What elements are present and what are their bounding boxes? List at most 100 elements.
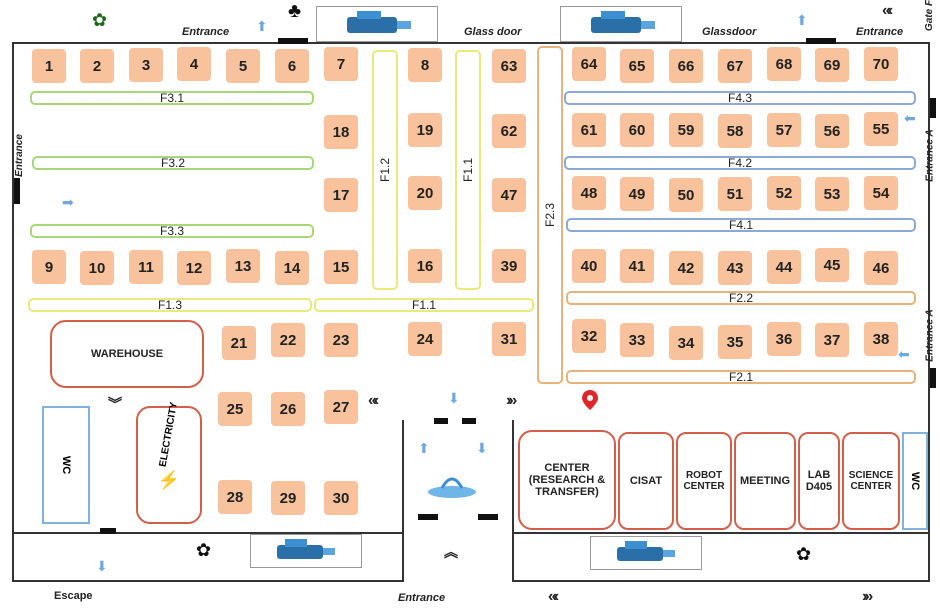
entrance-label: Entrance: [182, 26, 230, 38]
booth[interactable]: 48: [572, 176, 606, 210]
booth[interactable]: 15: [324, 250, 358, 284]
booth[interactable]: 27: [324, 390, 358, 424]
booth[interactable]: 6: [275, 49, 309, 83]
booth[interactable]: 51: [718, 177, 752, 211]
wall-hall-right: [512, 420, 514, 582]
booth[interactable]: 70: [864, 47, 898, 81]
booth[interactable]: 28: [218, 480, 252, 514]
entrance-a-label: Entrance A: [924, 129, 936, 182]
booth[interactable]: 24: [408, 322, 442, 356]
chevron-up-icon: ︽: [444, 544, 458, 560]
aisle-f4-3: F4.3: [564, 91, 916, 105]
booth[interactable]: 11: [129, 250, 163, 284]
wc-room[interactable]: WC: [42, 406, 90, 524]
booth[interactable]: 16: [408, 249, 442, 283]
booth[interactable]: 59: [669, 113, 703, 147]
cisat-room[interactable]: CISAT: [618, 432, 674, 530]
booth[interactable]: 37: [815, 323, 849, 357]
arrow-left-icon: ⬅: [898, 346, 910, 362]
booth[interactable]: 45: [815, 248, 849, 282]
booth[interactable]: 64: [572, 47, 606, 81]
booth[interactable]: 54: [864, 176, 898, 210]
booth[interactable]: 55: [864, 112, 898, 146]
booth[interactable]: 26: [271, 392, 305, 426]
aisle-f1-1-vertical: F1.1: [455, 50, 481, 290]
booth[interactable]: 69: [815, 48, 849, 82]
booth[interactable]: 47: [492, 178, 526, 212]
booth[interactable]: 41: [620, 249, 654, 283]
warehouse-room[interactable]: WAREHOUSE: [50, 320, 204, 388]
meeting-room[interactable]: MEETING: [734, 432, 796, 530]
booth[interactable]: 58: [718, 114, 752, 148]
booth[interactable]: 52: [767, 176, 801, 210]
booth[interactable]: 36: [767, 322, 801, 356]
booth[interactable]: 38: [864, 322, 898, 356]
booth[interactable]: 35: [718, 325, 752, 359]
booth[interactable]: 29: [271, 481, 305, 515]
booth[interactable]: 1: [32, 49, 66, 83]
booth[interactable]: 3: [129, 48, 163, 82]
booth[interactable]: 13: [226, 249, 260, 283]
science-center-room[interactable]: SCIENCE CENTER: [842, 432, 900, 530]
booth[interactable]: 31: [492, 322, 526, 356]
booth[interactable]: 56: [815, 114, 849, 148]
booth[interactable]: 65: [620, 49, 654, 83]
wc-room[interactable]: WC: [902, 432, 928, 530]
lab-room[interactable]: LAB D405: [798, 432, 840, 530]
booth[interactable]: 33: [620, 323, 654, 357]
booth[interactable]: 60: [620, 113, 654, 147]
booth[interactable]: 63: [492, 49, 526, 83]
aisle-f2-3: F2.3: [537, 46, 563, 384]
door: [930, 368, 936, 388]
lightning-icon: ⚡: [157, 470, 181, 490]
booth[interactable]: 40: [572, 249, 606, 283]
booth[interactable]: 25: [218, 392, 252, 426]
booth[interactable]: 53: [815, 177, 849, 211]
booth[interactable]: 22: [271, 323, 305, 357]
booth[interactable]: 57: [767, 113, 801, 147]
booth[interactable]: 46: [864, 251, 898, 285]
booth[interactable]: 7: [324, 47, 358, 81]
booth[interactable]: 18: [324, 115, 358, 149]
booth[interactable]: 9: [32, 250, 66, 284]
door: [434, 418, 448, 424]
gate-f-label: Gate F: [924, 0, 936, 32]
booth[interactable]: 43: [718, 251, 752, 285]
booth[interactable]: 10: [80, 251, 114, 285]
electricity-room[interactable]: ELECTRICITY ⚡: [136, 401, 202, 524]
booth[interactable]: 12: [177, 251, 211, 285]
robot-center-room[interactable]: ROBOT CENTER: [676, 432, 732, 530]
fountain-icon: [424, 470, 480, 505]
booth[interactable]: 66: [669, 49, 703, 83]
booth[interactable]: 17: [324, 178, 358, 212]
booth[interactable]: 42: [669, 251, 703, 285]
center-room[interactable]: CENTER (RESEARCH & TRANSFER): [518, 430, 616, 530]
booth[interactable]: 50: [669, 178, 703, 212]
booth[interactable]: 49: [620, 177, 654, 211]
arrow-down-icon: ⬇: [476, 440, 488, 456]
arrow-left-icon: ⬅: [904, 110, 916, 126]
booth[interactable]: 61: [572, 113, 606, 147]
booth[interactable]: 5: [226, 49, 260, 83]
arrow-up-icon: ⬆: [418, 440, 430, 456]
booth[interactable]: 34: [669, 326, 703, 360]
booth[interactable]: 62: [492, 114, 526, 148]
booth[interactable]: 19: [408, 113, 442, 147]
booth[interactable]: 8: [408, 48, 442, 82]
booth[interactable]: 44: [767, 250, 801, 284]
booth[interactable]: 30: [324, 481, 358, 515]
arrow-up-icon: ⬆: [256, 18, 268, 34]
chevron-left-icon: «‹: [548, 588, 559, 605]
booth[interactable]: 39: [492, 249, 526, 283]
booth[interactable]: 21: [222, 326, 256, 360]
booth[interactable]: 2: [80, 49, 114, 83]
booth[interactable]: 67: [718, 49, 752, 83]
booth[interactable]: 32: [572, 319, 606, 353]
booth[interactable]: 23: [324, 323, 358, 357]
arrow-down-icon: ⬇: [96, 558, 108, 574]
booth[interactable]: 68: [767, 47, 801, 81]
door: [418, 514, 438, 520]
booth[interactable]: 20: [408, 176, 442, 210]
booth[interactable]: 4: [177, 47, 211, 81]
booth[interactable]: 14: [275, 251, 309, 285]
